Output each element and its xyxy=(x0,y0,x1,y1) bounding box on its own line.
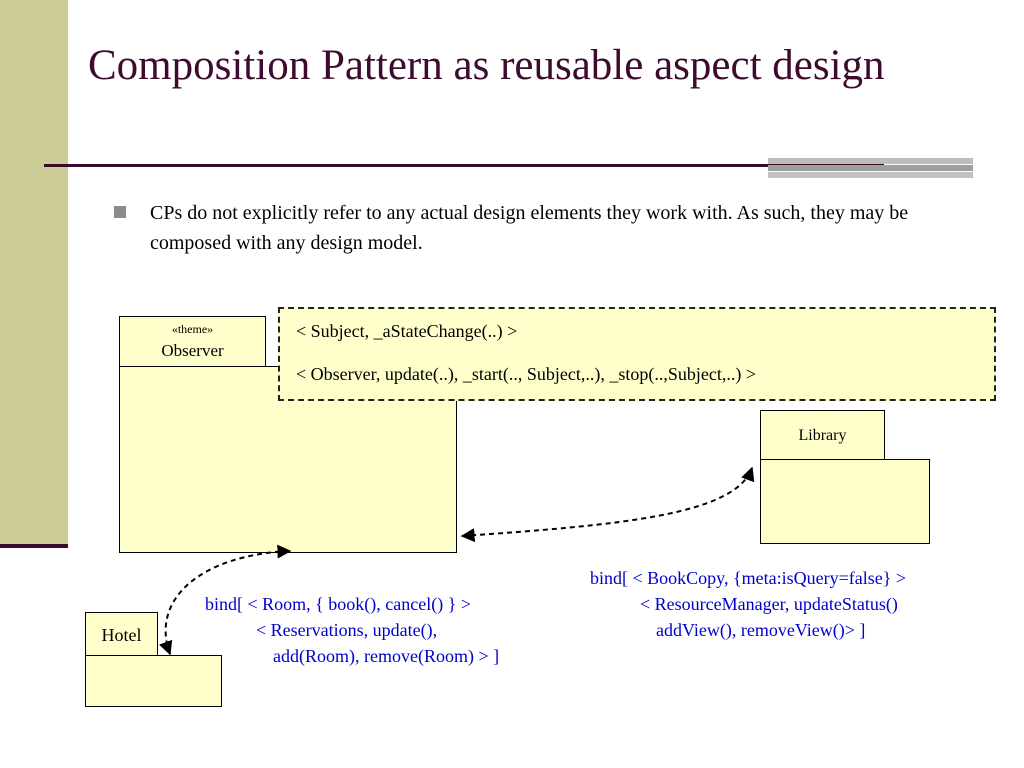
side-decoration-rule xyxy=(0,544,68,548)
hotel-observer-binding-arrow xyxy=(159,544,292,656)
hotel-package-body xyxy=(85,655,222,707)
title-accent-bars xyxy=(768,158,973,180)
library-binding-line-1: bind[ < BookCopy, {meta:isQuery=false} > xyxy=(590,568,907,588)
template-param-subject: < Subject, _aStateChange(..) > xyxy=(296,321,518,341)
hotel-name: Hotel xyxy=(101,625,142,645)
slide-title: Composition Pattern as reusable aspect d… xyxy=(88,42,885,89)
library-binding-line-3: addView(), removeView()> ] xyxy=(656,620,866,640)
template-param-observer: < Observer, update(..), _start(.., Subje… xyxy=(296,364,756,384)
side-decoration-band xyxy=(0,0,68,548)
library-observer-binding-arrow xyxy=(460,466,755,543)
bullet-text: CPs do not explicitly refer to any actua… xyxy=(150,202,909,254)
hotel-binding-line-3: add(Room), remove(Room) > ] xyxy=(273,646,500,666)
library-package-body xyxy=(760,459,930,544)
template-parameters-box: < Subject, _aStateChange(..) > < Observe… xyxy=(278,307,996,401)
bullet-square-icon xyxy=(114,206,126,218)
title-underline xyxy=(44,164,884,167)
library-name: Library xyxy=(798,427,847,444)
observer-name: Observer xyxy=(161,341,224,360)
library-binding-line-2: < ResourceManager, updateStatus() xyxy=(640,594,898,614)
hotel-package-tab: Hotel xyxy=(85,612,158,656)
library-package-tab: Library xyxy=(760,410,885,460)
observer-stereotype: «theme» xyxy=(171,322,214,336)
